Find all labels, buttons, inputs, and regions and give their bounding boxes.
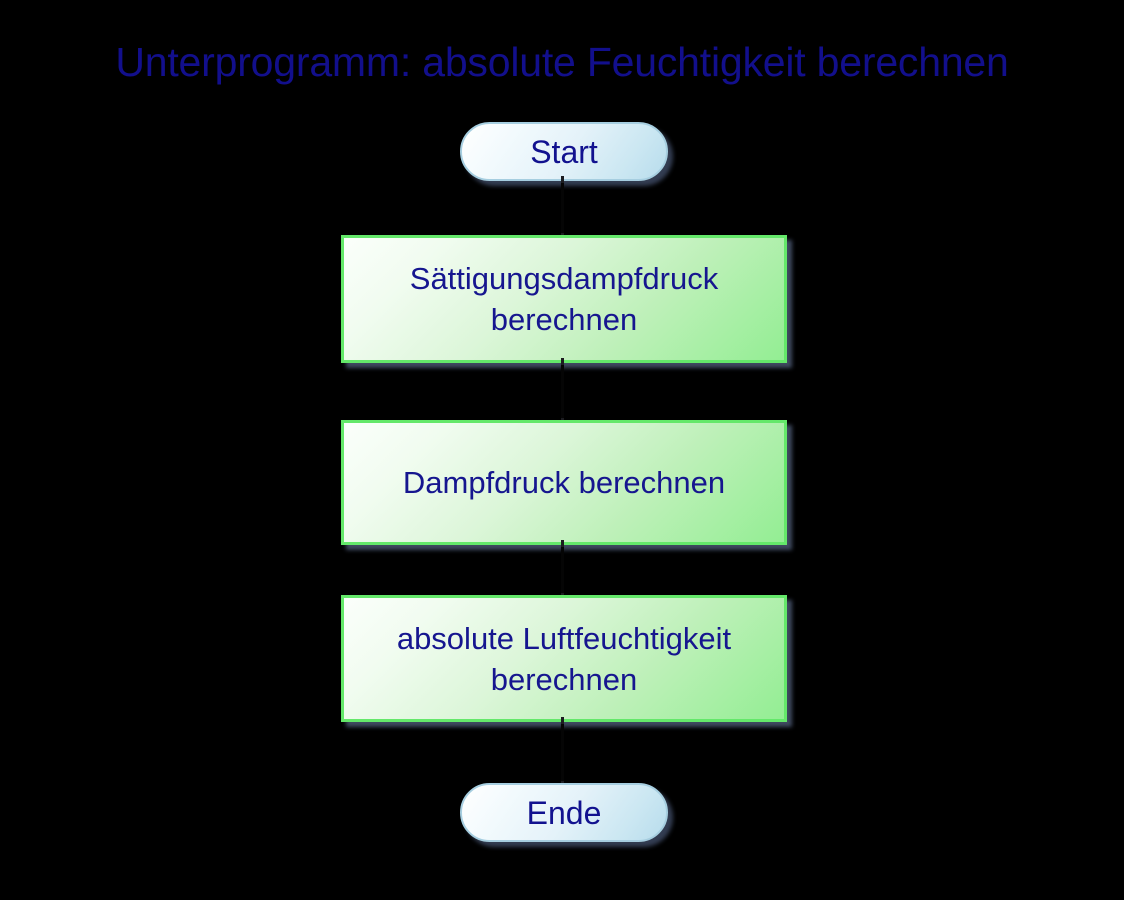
node-end-label: Ende xyxy=(526,794,602,831)
node-step1[interactable]: Sättigungsdampfdruck berechnen xyxy=(341,235,787,363)
connector-start-to-step1 xyxy=(561,176,564,240)
node-start-label: Start xyxy=(530,133,598,170)
node-step2-label: Dampfdruck berechnen xyxy=(402,465,726,500)
node-step1-label: Sättigungsdampfdruck berechnen xyxy=(409,261,719,337)
node-end[interactable]: Ende xyxy=(460,783,668,842)
connector-step2-to-step3 xyxy=(561,540,564,600)
connector-step3-to-end xyxy=(561,717,564,788)
node-step2[interactable]: Dampfdruck berechnen xyxy=(341,420,787,545)
node-step3-label: absolute Luftfeuchtigkeit berechnen xyxy=(396,620,732,697)
connector-step1-to-step2 xyxy=(561,358,564,425)
node-start[interactable]: Start xyxy=(460,122,668,181)
node-step3[interactable]: absolute Luftfeuchtigkeit berechnen xyxy=(341,595,787,722)
page-title: Unterprogramm: absolute Feuchtigkeit ber… xyxy=(115,39,1009,85)
